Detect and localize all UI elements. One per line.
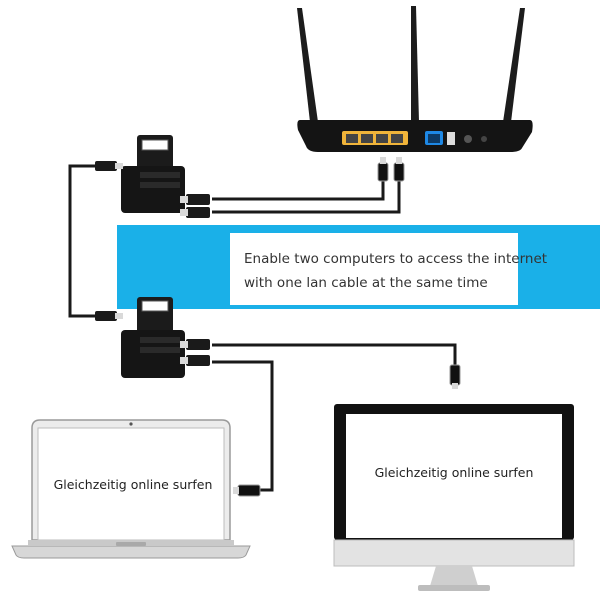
computer-plugs xyxy=(233,364,461,497)
monitor-foot xyxy=(418,585,490,591)
monitor xyxy=(333,404,575,591)
laptop-screen xyxy=(37,427,225,541)
router-cables xyxy=(212,178,401,214)
router-antenna-middle xyxy=(411,6,419,122)
router-button xyxy=(464,135,472,143)
router-usb-port xyxy=(447,132,455,145)
splitter-link-cable xyxy=(68,164,100,318)
splitter-top-plugs xyxy=(95,161,210,218)
router xyxy=(297,6,533,152)
router-body xyxy=(297,120,533,152)
monitor-stand xyxy=(430,566,478,586)
banner-panel xyxy=(230,233,518,305)
router-plugs xyxy=(377,157,405,182)
router-antenna-right xyxy=(503,8,525,122)
laptop-screen-text: Gleichzeitig online surfen xyxy=(53,477,213,492)
banner-caption: Enable two computers to access the inter… xyxy=(230,233,548,305)
banner-line-1: Enable two computers to access the inter… xyxy=(244,251,548,267)
monitor-screen xyxy=(346,414,562,538)
laptop-base xyxy=(11,545,251,559)
splitter-bottom-plugs xyxy=(95,311,210,366)
computer-cables xyxy=(212,343,457,492)
laptop xyxy=(11,419,251,559)
splitter-bottom xyxy=(121,297,185,378)
banner-line-2: with one lan cable at the same time xyxy=(244,275,488,291)
monitor-chin xyxy=(333,539,575,567)
router-antenna-left xyxy=(297,8,318,122)
monitor-screen-text: Gleichzeitig online surfen xyxy=(374,465,534,480)
splitter-top xyxy=(121,135,185,213)
